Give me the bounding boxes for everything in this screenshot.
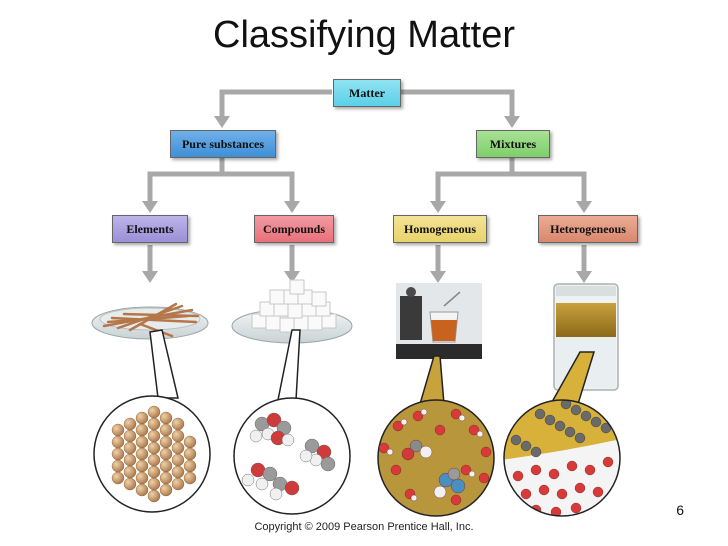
oil-water-boundary-circle (503, 399, 621, 517)
node-matter: Matter (333, 79, 401, 107)
connector-arrows (147, 89, 587, 273)
node-pure-substances: Pure substances (170, 130, 276, 158)
node-mixtures: Mixtures (476, 130, 550, 158)
tea-photo (396, 283, 482, 359)
node-homogeneous: Homogeneous (393, 215, 487, 243)
node-elements: Elements (112, 215, 188, 243)
sucrose-molecules-circle (233, 397, 351, 515)
node-compounds: Compounds (254, 215, 334, 243)
copper-wire-dish-photo (91, 302, 209, 340)
tea-solution-circle (377, 399, 495, 517)
page-number: 6 (676, 502, 684, 518)
copyright-notice: Copyright © 2009 Pearson Prentice Hall, … (254, 521, 474, 533)
slide-title: Classifying Matter (213, 14, 515, 56)
copper-atoms-circle (93, 395, 211, 513)
callout-wedges (149, 329, 596, 405)
arrow-heads (142, 116, 592, 283)
node-heterogeneous: Heterogeneous (538, 215, 638, 243)
